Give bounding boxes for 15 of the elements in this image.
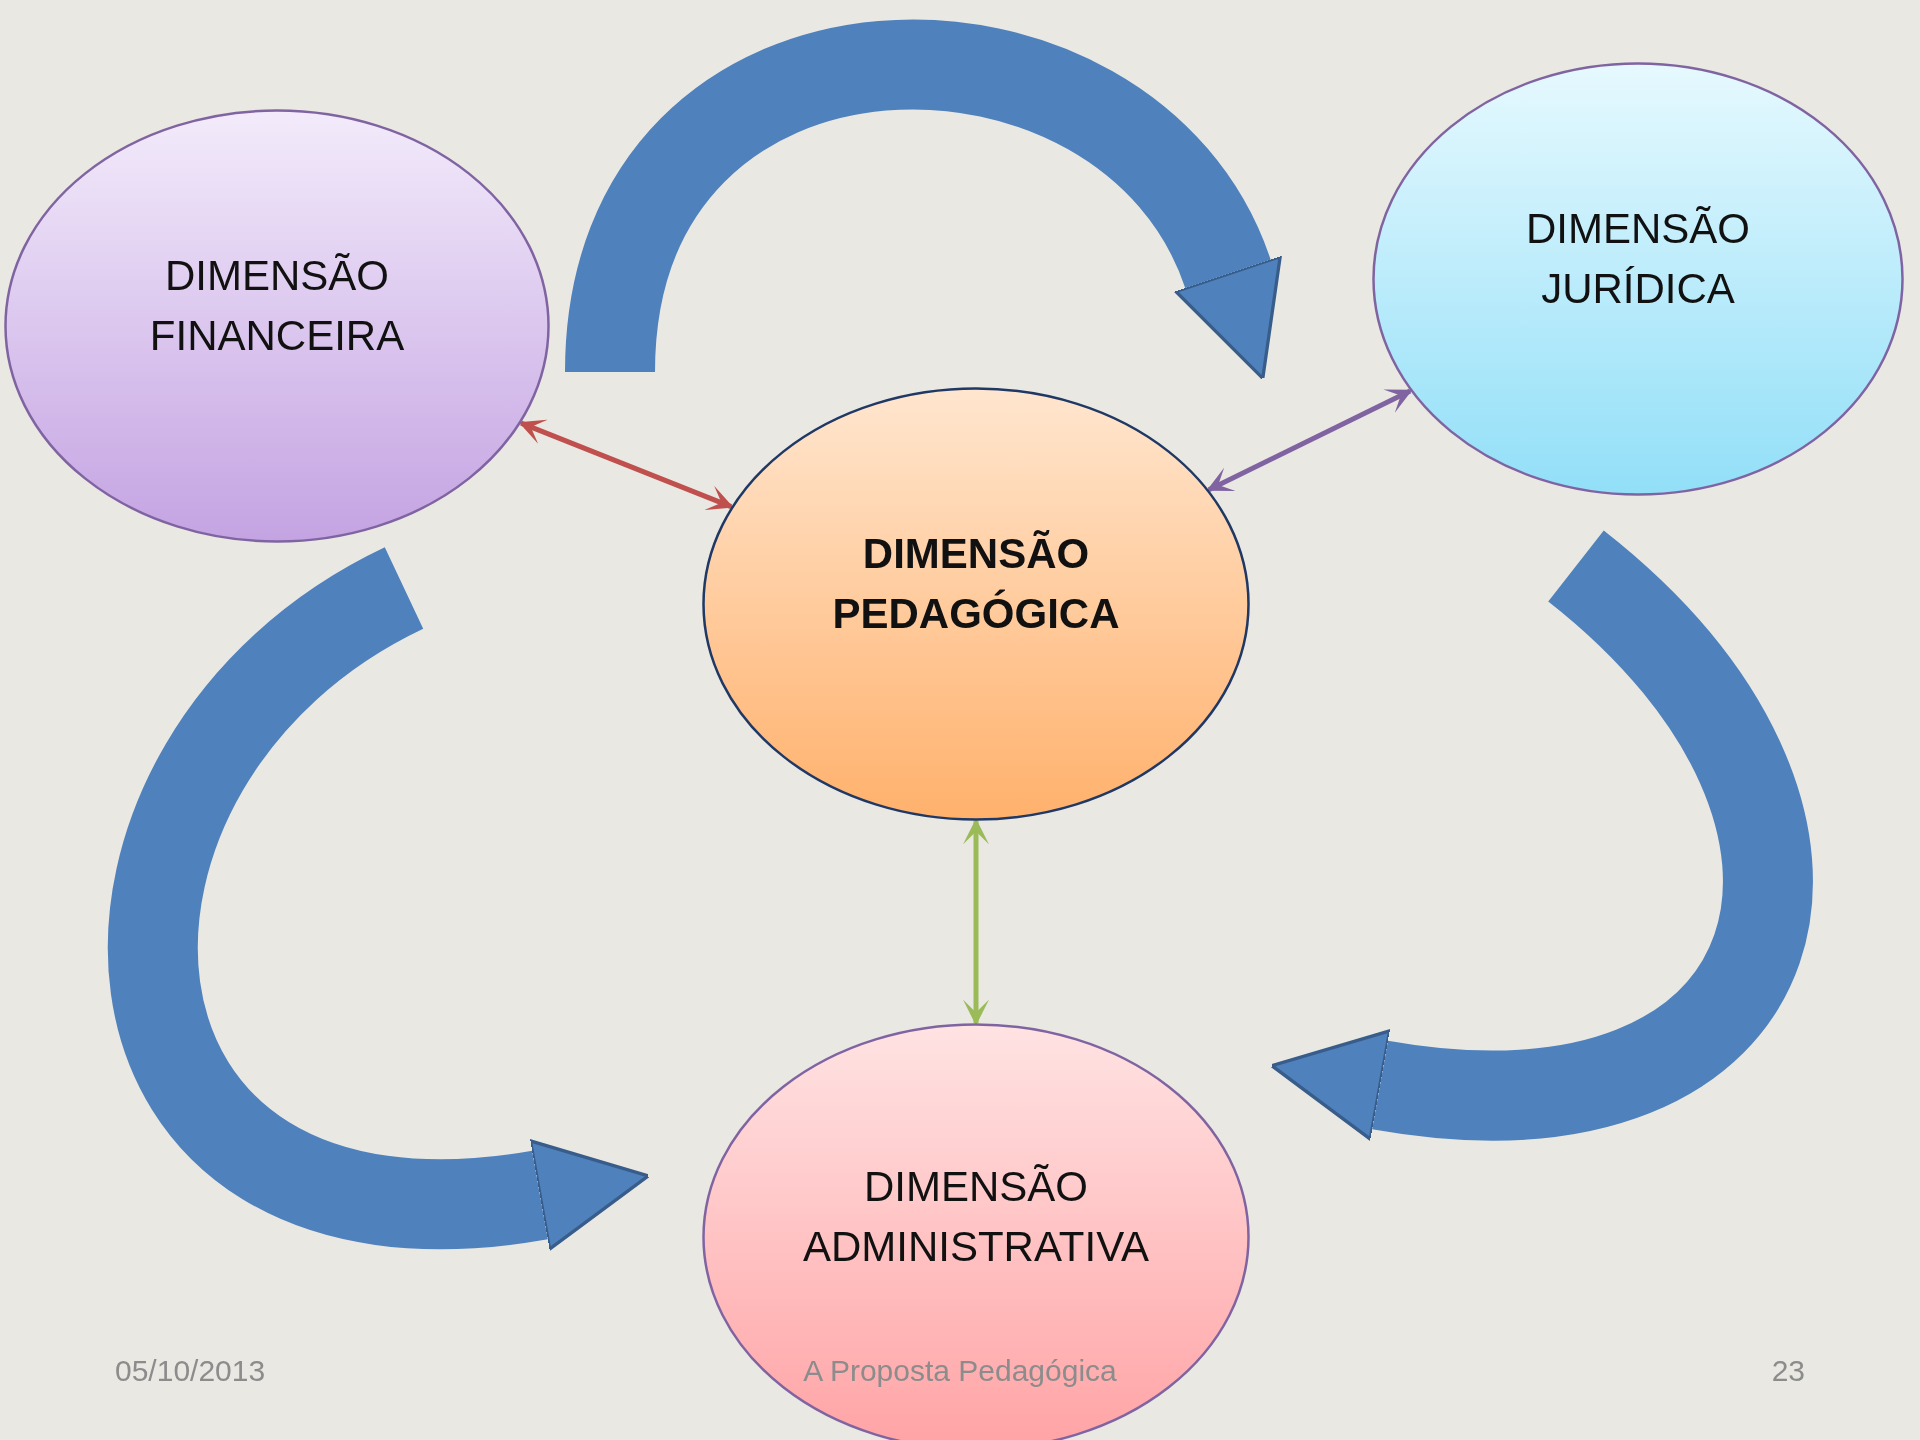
curved-block-arrow — [109, 549, 652, 1252]
footer-title: A Proposta Pedagógica — [803, 1354, 1117, 1388]
dimension-ellipse — [702, 387, 1250, 821]
dimension-label: DIMENSÃO ADMINISTRATIVA — [802, 1162, 1150, 1272]
dimension-label: DIMENSÃO PEDAGÓGICA — [832, 529, 1120, 639]
date-text: 05/10/2013 — [115, 1354, 266, 1388]
dimension-ellipse — [4, 109, 550, 543]
page-number: 23 — [1771, 1354, 1805, 1388]
dimension-label: DIMENSÃO FINANCEIRA — [149, 251, 405, 361]
double-arrow — [1206, 388, 1413, 492]
dimension-ellipse — [1372, 62, 1904, 496]
curved-block-arrow — [1268, 532, 1813, 1142]
double-arrow — [963, 818, 989, 1026]
double-arrow — [518, 419, 734, 511]
dimension-label: DIMENSÃO JURÍDICA — [1526, 204, 1750, 314]
